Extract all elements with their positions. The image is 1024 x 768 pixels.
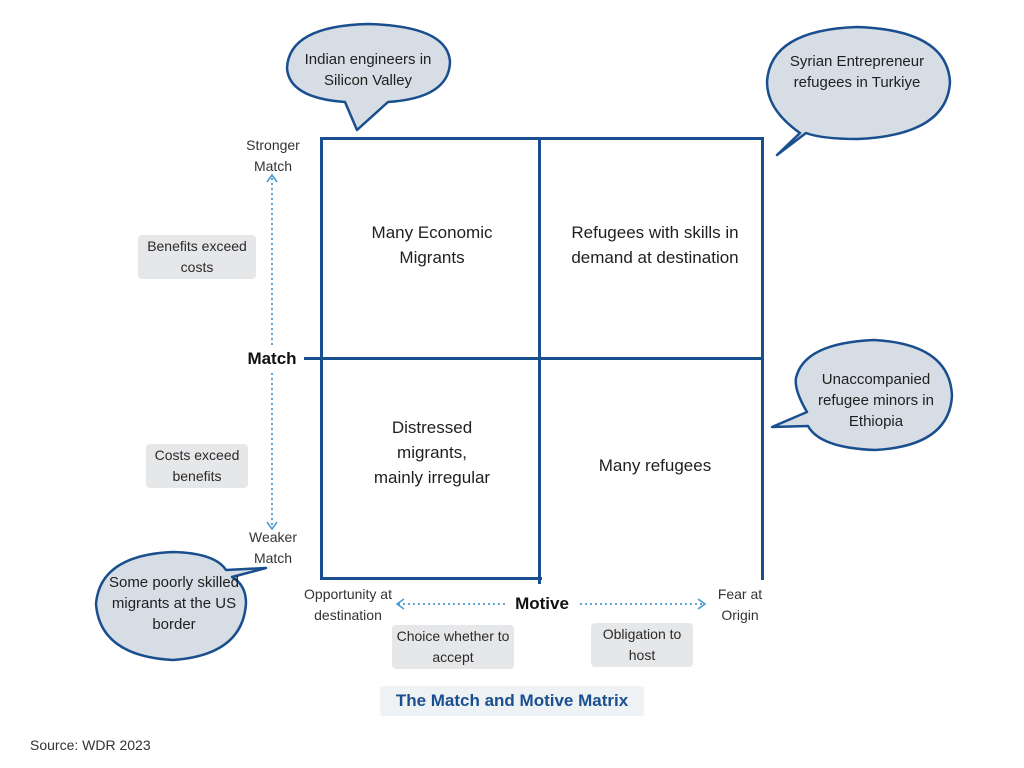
bubble-top-left-shape: [285, 22, 452, 132]
matrix-left-border: [320, 137, 323, 580]
y-axis-title: Match: [240, 347, 304, 371]
y-axis-tag-top: Benefits exceed costs: [138, 235, 256, 279]
x-axis-arrow-left: [395, 598, 506, 610]
y-axis-tag-bottom: Costs exceed benefits: [146, 444, 248, 488]
source-note: Source: WDR 2023: [30, 737, 151, 753]
x-axis-title: Motive: [506, 592, 578, 616]
y-axis-top-label: Stronger Match: [246, 137, 300, 174]
quadrant-top-left: Many Economic Migrants: [371, 223, 493, 267]
x-axis-arrow-right: [580, 598, 707, 610]
x-axis-left-label: Opportunity at destination: [304, 586, 392, 623]
bubble-bottom-left-text: Some poorly skilled migrants at the US b…: [108, 574, 240, 633]
y-axis-arrow: [266, 173, 278, 531]
matrix-middle-horizontal: [289, 357, 764, 360]
y-axis-bottom-label: Weaker Match: [249, 529, 297, 566]
bubble-top-right-shape: [765, 25, 952, 157]
quadrant-top-right: Refugees with skills in demand at destin…: [571, 223, 739, 267]
quadrant-bottom-right: Many refugees: [598, 456, 712, 475]
x-axis-right-label: Fear at Origin: [717, 586, 763, 623]
matrix-top-border: [321, 137, 764, 140]
matrix-bottom-border: [321, 577, 542, 580]
bubble-bottom-left-shape: [94, 550, 268, 662]
matrix-middle-vertical: [538, 137, 541, 584]
bubble-middle-right-text: Unaccompanied refugee minors in Ethiopia: [818, 371, 934, 430]
quadrant-bottom-left: Distressed migrants, mainly irregular: [373, 418, 491, 487]
bubble-top-left-text: Indian engineers in Silicon Valley: [304, 51, 432, 89]
matrix-right-border: [761, 137, 764, 580]
diagram-caption: The Match and Motive Matrix: [380, 686, 644, 716]
bubble-middle-right-shape: [770, 338, 954, 452]
x-axis-tag-left: Choice whether to accept: [392, 625, 514, 669]
x-axis-tag-right: Obligation to host: [591, 623, 693, 667]
bubble-top-right-text: Syrian Entrepreneur refugees in Turkiye: [789, 53, 925, 91]
